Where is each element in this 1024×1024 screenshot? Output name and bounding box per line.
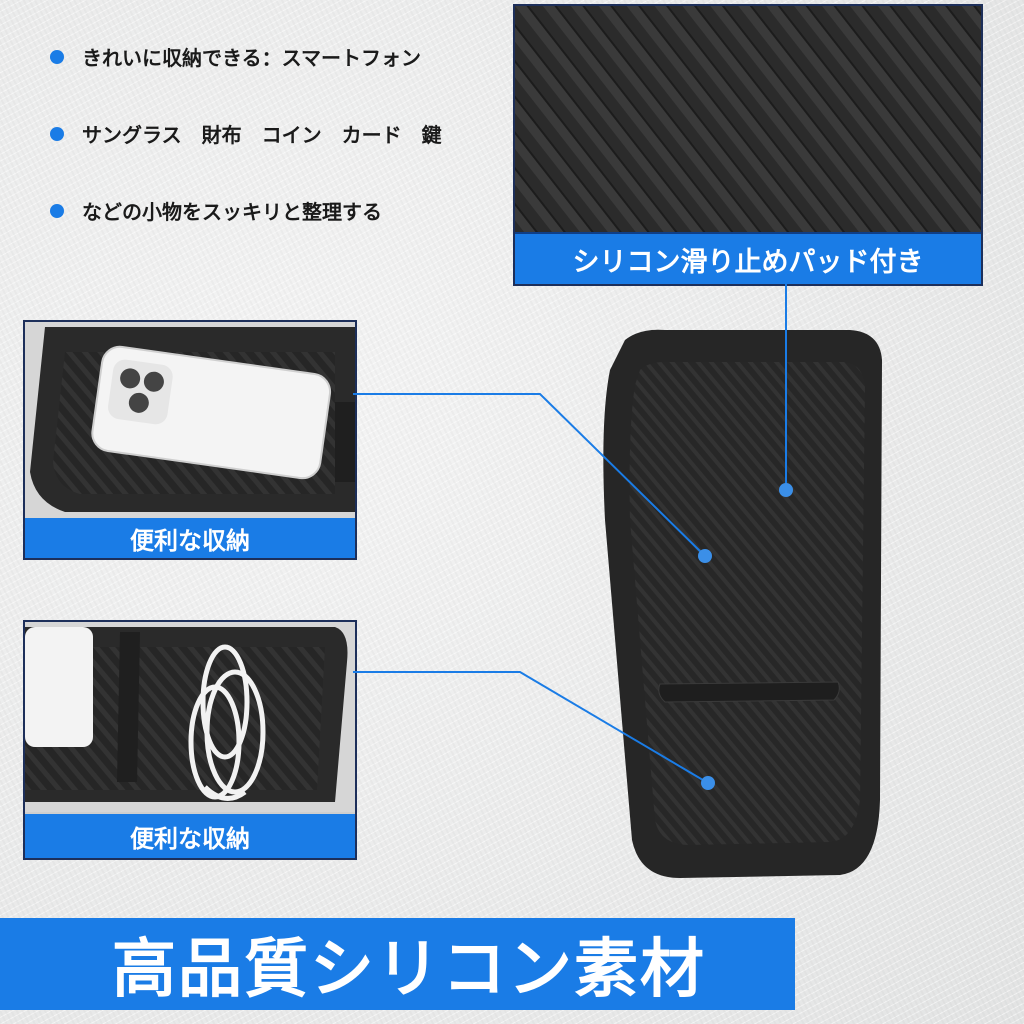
convenient-storage-label: 便利な収納 (25, 814, 355, 858)
cable-tray-illustration (25, 622, 355, 812)
bullet-dot-icon (50, 203, 64, 218)
material-banner: 高品質シリコン素材 (0, 918, 795, 1010)
phone-storage-panel: 便利な収納 (23, 320, 357, 560)
cable-storage-panel: 便利な収納 (23, 620, 357, 860)
convenient-storage-label: 便利な収納 (25, 518, 355, 558)
bullet-dot-icon (50, 126, 64, 141)
anti-slip-label: シリコン滑り止めパッド付き (515, 232, 981, 284)
bullet-dot-icon (50, 49, 64, 64)
feature-bullet: などの小物をスッキリと整理する (50, 196, 382, 225)
phone-tray-illustration (25, 322, 355, 518)
stripe-texture (515, 6, 981, 236)
bullet-text: サングラス 財布 コイン カード 鍵 (82, 123, 442, 147)
bullet-text: きれいに収納できる：スマートフォン (82, 46, 421, 70)
feature-bullet: サングラス 財布 コイン カード 鍵 (50, 119, 442, 148)
anti-slip-pad-closeup: シリコン滑り止めパッド付き (513, 4, 983, 286)
bullet-text: などの小物をスッキリと整理する (82, 200, 382, 224)
feature-bullet: きれいに収納できる：スマートフォン (50, 42, 421, 71)
